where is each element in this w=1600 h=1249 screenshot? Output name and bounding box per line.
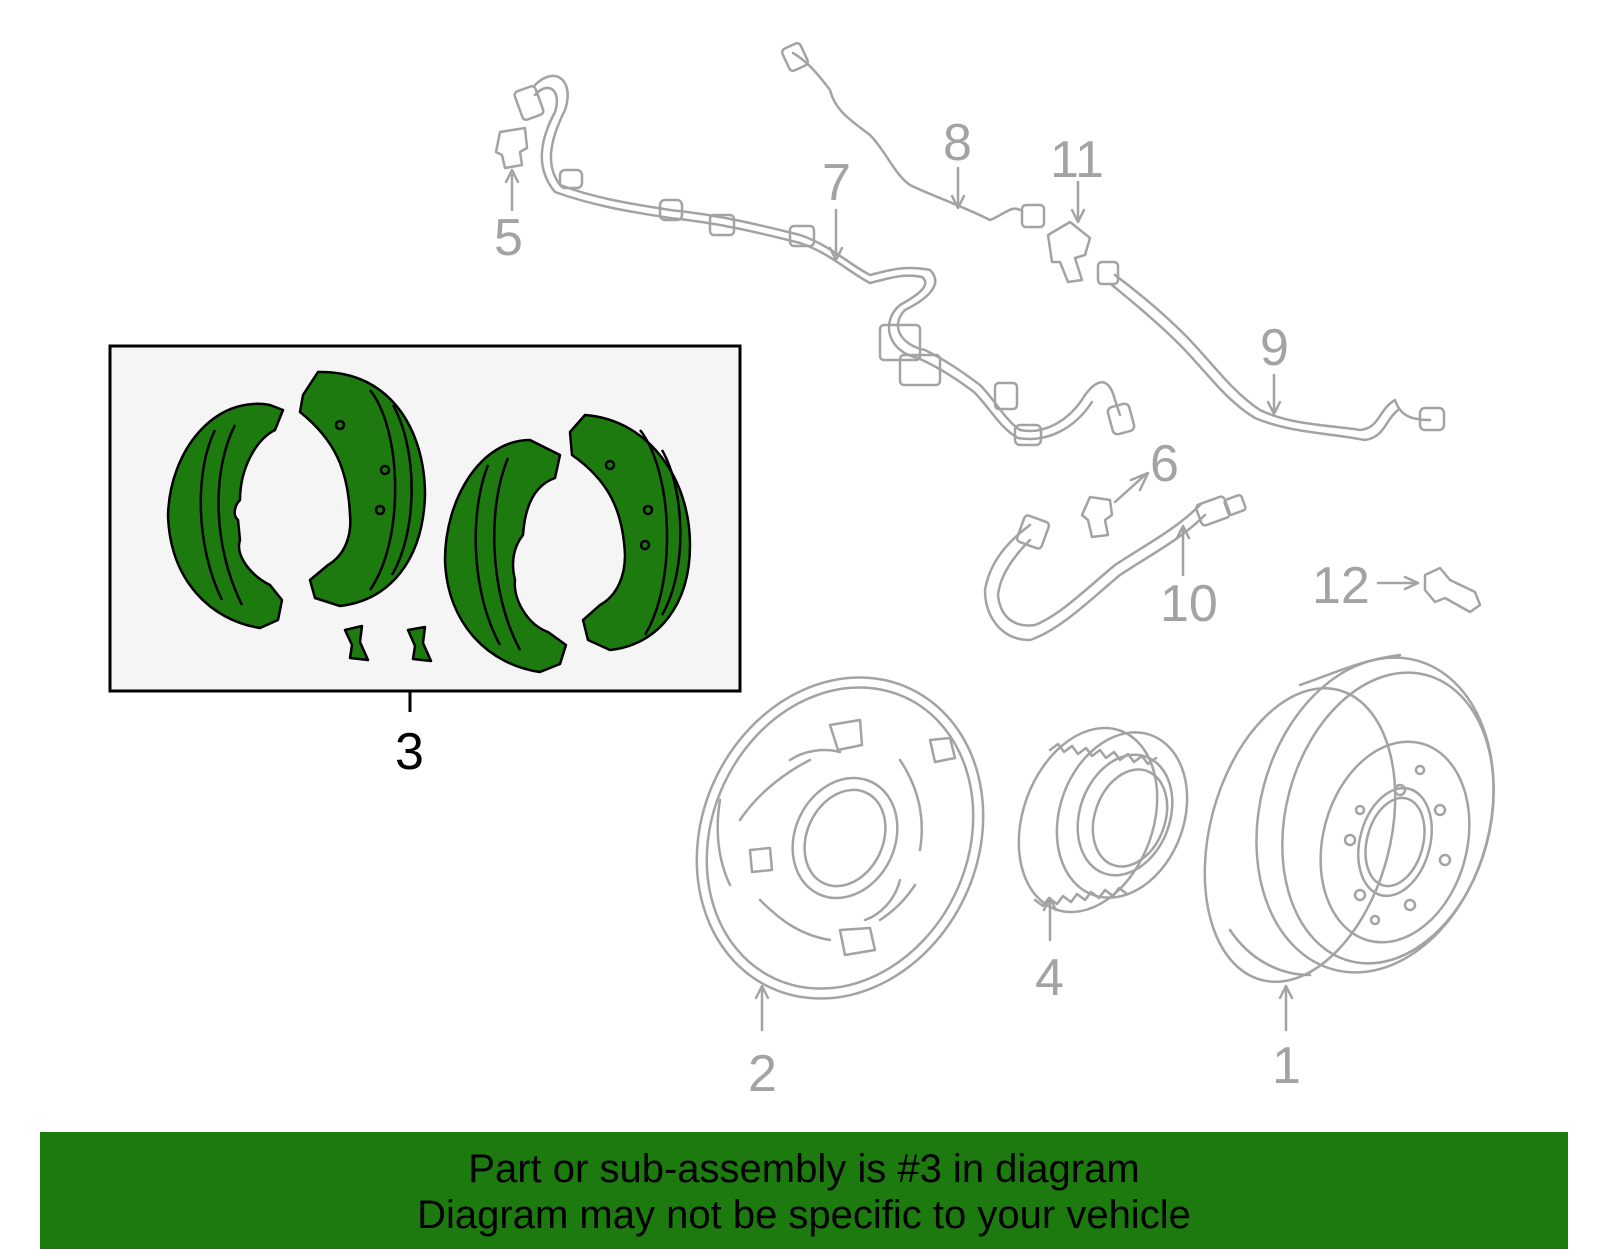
callout-10: 10 <box>1160 575 1218 633</box>
callout-11: 11 <box>1050 131 1104 189</box>
brake-shoe-2 <box>298 370 427 608</box>
callout-8: 8 <box>943 114 972 172</box>
part-10-brake-hose[interactable] <box>983 493 1247 642</box>
callout-2: 2 <box>748 1045 777 1103</box>
brake-shoe-3 <box>443 438 568 674</box>
part-8-sensor-cable[interactable] <box>780 41 1046 229</box>
part-11-bracket[interactable] <box>1046 180 1092 284</box>
callout-9: 9 <box>1260 319 1289 377</box>
callout-7: 7 <box>822 154 851 212</box>
hold-down-clip-2 <box>406 625 433 663</box>
part-7-wiring-harness[interactable] <box>513 74 1136 447</box>
part-5-clip[interactable] <box>494 126 529 212</box>
part-2-backing-plate[interactable] <box>645 630 1035 1046</box>
callout-6: 6 <box>1150 435 1179 493</box>
banner-line-part-info: Part or sub-assembly is #3 in diagram <box>468 1147 1140 1191</box>
callout-3: 3 <box>395 723 424 781</box>
callout-12: 12 <box>1312 557 1370 615</box>
part-3-brake-shoe-set[interactable] <box>108 344 742 712</box>
part-4-tone-ring[interactable] <box>994 708 1209 942</box>
hold-down-clip-1 <box>343 624 370 662</box>
banner-line-disclaimer: Diagram may not be specific to your vehi… <box>417 1193 1191 1237</box>
callout-5: 5 <box>494 209 523 267</box>
part-12-bolt[interactable] <box>1376 566 1482 614</box>
part-1-brake-drum[interactable] <box>1174 631 1527 1032</box>
info-banner: Part or sub-assembly is #3 in diagram Di… <box>40 1132 1568 1249</box>
part-9-sensor-cable[interactable] <box>1096 260 1446 442</box>
brake-shoe-1 <box>166 402 285 630</box>
part-6-clip[interactable] <box>1080 471 1150 539</box>
callout-1: 1 <box>1272 1037 1301 1095</box>
callout-4: 4 <box>1035 949 1064 1007</box>
